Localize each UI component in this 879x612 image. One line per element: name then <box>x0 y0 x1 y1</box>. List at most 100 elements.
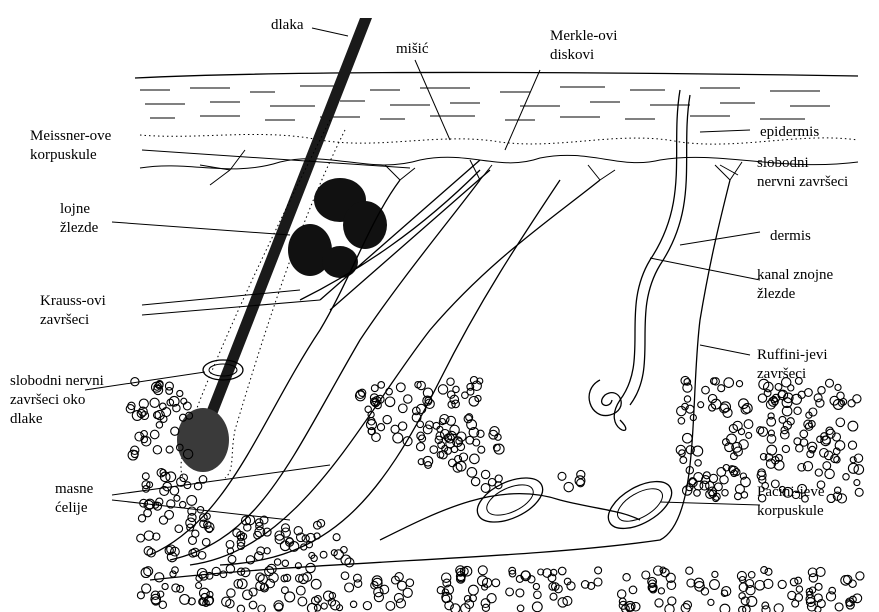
fat-cell <box>761 567 768 574</box>
label-krause-endings: Krauss-ovizavršeci <box>40 292 106 330</box>
fat-cell <box>677 406 686 415</box>
fat-cell <box>517 605 524 612</box>
fat-cell <box>800 439 807 446</box>
fat-cell <box>731 470 738 477</box>
fat-cell <box>350 601 356 607</box>
label-merkel-discs: Merkle-ovidiskovi <box>550 27 617 65</box>
fat-cell <box>618 590 626 598</box>
fat-cell <box>171 427 179 435</box>
fat-cell <box>794 407 801 414</box>
fat-cell <box>836 418 845 427</box>
fat-cell <box>138 515 145 522</box>
fat-cell <box>695 460 701 466</box>
fat-cell <box>718 385 725 392</box>
fat-cell <box>758 394 766 402</box>
fat-cell <box>712 571 718 577</box>
fat-cell <box>170 486 179 495</box>
fat-cell <box>782 445 789 452</box>
fat-cell <box>764 579 773 588</box>
fat-cell <box>430 446 438 454</box>
fat-cell <box>658 588 664 594</box>
fat-cell <box>237 605 244 612</box>
fat-cell <box>285 592 295 602</box>
fat-cell <box>702 476 710 484</box>
fat-cell <box>391 425 399 433</box>
fat-cell <box>141 568 151 578</box>
fat-cell <box>487 594 496 603</box>
fat-cell <box>488 479 495 486</box>
fat-cell <box>843 474 849 480</box>
fat-cell <box>142 473 149 480</box>
fat-cell <box>702 386 710 394</box>
fat-cell <box>156 422 162 428</box>
fat-cell <box>837 392 844 399</box>
nerve-fibers <box>150 150 742 580</box>
fat-cell <box>481 484 490 493</box>
fat-cell <box>165 510 174 519</box>
fat-cell <box>137 534 145 542</box>
fat-cell <box>558 567 566 575</box>
fat-cell <box>738 429 744 435</box>
fat-cell <box>188 513 196 521</box>
label-epidermis: epidermis <box>760 123 819 142</box>
fat-cell <box>377 424 384 431</box>
fat-cell <box>818 387 825 394</box>
fat-cell <box>506 588 514 596</box>
fat-cell <box>849 580 856 587</box>
fat-cell <box>765 568 772 575</box>
fat-cell <box>724 378 734 388</box>
fat-cell <box>393 433 403 443</box>
fat-cell <box>220 571 227 578</box>
fat-cell <box>516 589 524 597</box>
fat-cell <box>166 472 176 482</box>
label-dermis: dermis <box>770 227 811 246</box>
fat-cell <box>533 583 539 589</box>
fat-cell <box>187 496 197 506</box>
fat-cell <box>835 603 843 611</box>
fat-cell <box>467 468 477 478</box>
fat-cell <box>399 404 408 413</box>
fat-cell <box>406 579 414 587</box>
fat-cell <box>371 385 378 392</box>
fat-cell <box>311 579 321 589</box>
fat-cell <box>790 578 798 586</box>
fat-cell <box>334 550 343 559</box>
fat-cell <box>175 525 183 533</box>
fat-cell <box>809 574 817 582</box>
fat-cell <box>722 490 728 496</box>
fat-cell <box>829 587 836 594</box>
fat-cell <box>183 402 191 410</box>
fat-cell <box>481 470 489 478</box>
fat-cell <box>758 469 766 477</box>
fat-cell <box>324 591 334 601</box>
fat-cell <box>341 572 349 580</box>
fat-cell <box>378 382 385 389</box>
label-ruffini-endings: Ruffini-jevizavršeci <box>757 346 828 384</box>
fat-cell <box>665 605 674 612</box>
fat-cell <box>848 421 858 431</box>
fat-cell <box>678 418 685 425</box>
fat-cell <box>447 378 454 385</box>
fat-cell <box>744 420 753 429</box>
fat-cell <box>249 588 257 596</box>
fat-cell <box>442 595 450 603</box>
fat-cell <box>159 516 167 524</box>
fat-cell <box>595 567 602 574</box>
fat-cell <box>180 595 190 605</box>
fat-cell <box>532 602 542 612</box>
fat-cell <box>403 437 412 446</box>
fat-cell <box>564 482 573 491</box>
fat-cell <box>354 580 362 588</box>
fat-cell <box>249 601 257 609</box>
fat-cell <box>198 552 206 560</box>
fat-cell <box>708 599 714 605</box>
fat-cell <box>655 599 663 607</box>
fat-cell <box>417 443 425 451</box>
fat-cell <box>403 588 412 597</box>
fat-cell <box>823 462 831 470</box>
fat-cell <box>166 446 173 453</box>
fat-cell <box>227 589 235 597</box>
fat-cell <box>778 580 786 588</box>
fat-cell <box>778 390 788 400</box>
